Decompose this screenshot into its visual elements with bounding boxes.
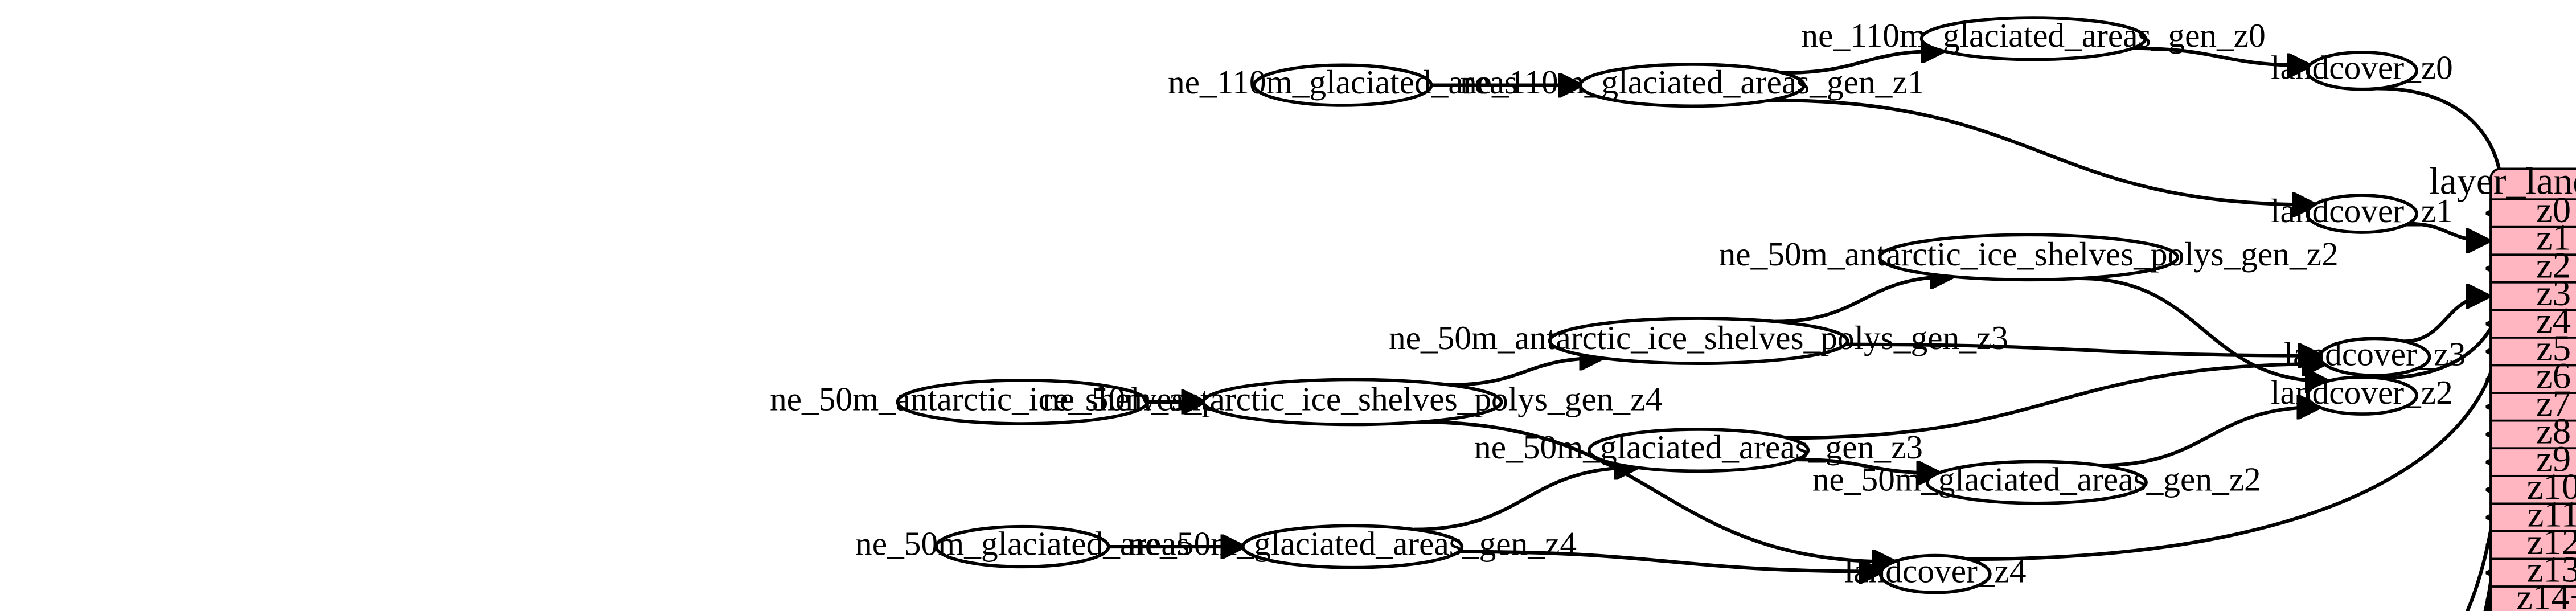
node-label-ne_50m_antarctic_ice_shelves_polys_gen_z3: ne_50m_antarctic_ice_shelves_polys_gen_z… [1389,319,2008,356]
record-row-z11[interactable] [2489,502,2576,532]
edge-osm_landcover_gen_z7-to-row-z7 [2315,407,2500,611]
edge-ne_110m_glaciated_areas_gen_z0-to-landcover_z0 [2132,46,2309,65]
graph-node-ne_50m_antarctic_ice_shelves_polys_gen_z2[interactable]: ne_50m_antarctic_ice_shelves_polys_gen_z… [1719,233,2339,282]
graph-node-ne_50m_glaciated_areas_gen_z2[interactable]: ne_50m_glaciated_areas_gen_z2 [1812,460,2261,505]
node-ellipse-ne_50m_antarctic_ice_shelves_polys_gen_z4 [1201,378,1503,427]
node-ellipse-landcover_z4 [1878,553,1992,594]
record-row-label-z4: z4 [2536,300,2571,341]
edge-ne_110m_glaciated_areas_gen_z1-to-ne_110m_glaciated_areas_gen_z0 [1782,51,1943,75]
graph-node-ne_110m_glaciated_areas_gen_z1[interactable]: ne_110m_glaciated_areas_gen_z1 [1460,63,1924,108]
node-label-ne_50m_antarctic_ice_shelves_polys: ne_50m_antarctic_ice_shelves_polys [770,380,1275,417]
edge-ne_50m_antarctic_ice_shelves_polys_gen_z3-to-landcover_z3 [1845,342,2320,356]
graph-node-ne_50m_glaciated_areas_gen_z4[interactable]: ne_50m_glaciated_areas_gen_z4 [1128,524,1577,569]
node-label-landcover_z2: landcover_z2 [2271,374,2453,411]
node-label-landcover_z1: landcover_z1 [2271,192,2453,229]
record-row-label-z2: z2 [2536,245,2571,286]
node-ellipse-ne_110m_glaciated_areas_gen_z0 [1919,16,2147,61]
edge-landcover_z3-to-row-z3 [2403,296,2488,343]
node-ellipse-ne_50m_glaciated_areas_gen_z4 [1241,524,1464,569]
edge-ne_50m_glaciated_areas_gen_z2-to-landcover_z2 [2100,407,2319,468]
node-label-landcover_z3: landcover_z3 [2284,335,2466,372]
edge-landcover_z6-to-row-z6 [2485,379,2501,611]
record-row-label-z14+: z14+ [2516,577,2576,611]
record-row-label-z11: z11 [2528,494,2576,535]
edge-ne_50m_glaciated_areas_gen_z4-to-ne_50m_glaciated_areas_gen_z3 [1414,468,1637,531]
edge-ne_110m_glaciated_areas_gen_z1-to-landcover_z1 [1770,98,2315,205]
node-ellipse-landcover_z1 [2305,194,2418,234]
graph-node-ne_50m_glaciated_areas[interactable]: ne_50m_glaciated_areas [855,524,1189,569]
node-ellipse-ne_50m_antarctic_ice_shelves_polys [896,378,1149,425]
graph-node-ne_110m_glaciated_areas[interactable]: ne_110m_glaciated_areas [1168,63,1517,107]
edge-ne_50m_glaciated_areas_gen_z4-to-landcover_z4 [1458,550,1881,572]
node-ellipse-landcover_z0 [2305,50,2418,91]
record-row-label-z7: z7 [2536,383,2571,424]
graph-node-landcover_z2[interactable]: landcover_z2 [2271,374,2453,416]
edge-osm_landcover_gen_z13-to-row-z13 [603,573,2493,611]
record-row-label-z1: z1 [2536,218,2571,259]
edge-ne_50m_antarctic_ice_shelves_polys_gen_z2-to-landcover_z2 [2079,276,2327,382]
node-label-ne_110m_glaciated_areas: ne_110m_glaciated_areas [1168,63,1517,101]
node-ellipse-landcover_z3 [2318,337,2431,378]
node-ellipse-ne_50m_glaciated_areas [934,524,1110,569]
graph-node-ne_50m_antarctic_ice_shelves_polys_gen_z3[interactable]: ne_50m_antarctic_ice_shelves_polys_gen_z… [1389,317,2008,365]
record-row-z6[interactable] [2489,364,2576,394]
edge-ne_50m_antarctic_ice_shelves_polys_gen_z4-to-ne_50m_antarctic_ice_shelves_polys_gen_z3 [1449,358,1602,387]
record-row-label-z6: z6 [2536,356,2571,397]
record-row-z10[interactable] [2489,474,2576,505]
node-label-landcover_z0: landcover_z0 [2271,49,2453,87]
graph-node-landcover_z1[interactable]: landcover_z1 [2271,192,2453,234]
edge-ne_50m_glaciated_areas_gen_z3-to-ne_50m_glaciated_areas_gen_z2 [1796,457,1939,473]
record-row-label-z0: z0 [2536,190,2571,231]
node-label-ne_50m_glaciated_areas_gen_z3: ne_50m_glaciated_areas_gen_z3 [1474,428,1923,466]
graph-node-landcover_z3[interactable]: landcover_z3 [2284,335,2466,378]
nodes-layer: imposm3osm_landcover_polygonsimplify_vw_… [770,16,2466,594]
node-label-ne_50m_glaciated_areas_gen_z2: ne_50m_glaciated_areas_gen_z2 [1812,461,2261,498]
record-row-label-z13: z13 [2526,550,2576,591]
node-label-ne_50m_antarctic_ice_shelves_polys_gen_z2: ne_50m_antarctic_ice_shelves_polys_gen_z… [1719,235,2339,273]
node-ellipse-ne_50m_antarctic_ice_shelves_polys_gen_z2 [1878,233,2180,282]
node-ellipse-ne_110m_glaciated_areas [1252,63,1433,107]
graph-node-ne_110m_glaciated_areas_gen_z0[interactable]: ne_110m_glaciated_areas_gen_z0 [1801,16,2266,61]
record-row-label-z12: z12 [2526,522,2576,563]
node-ellipse-ne_50m_glaciated_areas_gen_z3 [1587,428,1810,473]
record-row-label-z5: z5 [2536,328,2571,369]
edge-osm_landcover_gen_z8-to-row-z8 [2315,434,2500,611]
record-row-label-z8: z8 [2536,411,2571,452]
graph-node-ne_50m_glaciated_areas_gen_z3[interactable]: ne_50m_glaciated_areas_gen_z3 [1474,428,1923,473]
node-label-ne_50m_glaciated_areas_gen_z4: ne_50m_glaciated_areas_gen_z4 [1128,525,1577,563]
record-row-z14+[interactable] [2489,585,2576,611]
record-table-title: layer_landcover [2429,159,2576,202]
graph-node-ne_50m_antarctic_ice_shelves_polys_gen_z4[interactable]: ne_50m_antarctic_ice_shelves_polys_gen_z… [1043,378,1662,427]
graph-node-landcover_z4[interactable]: landcover_z4 [1844,552,2027,594]
record-row-label-z3: z3 [2536,273,2571,314]
node-ellipse-ne_50m_glaciated_areas_gen_z2 [1925,460,2148,505]
edge-landcover_z1-to-row-z1 [2408,222,2488,241]
edge-ne_50m_glaciated_areas_gen_z3-to-landcover_z3 [1787,364,2324,440]
node-label-ne_110m_glaciated_areas_gen_z1: ne_110m_glaciated_areas_gen_z1 [1460,63,1924,101]
edge-ne_50m_antarctic_ice_shelves_polys_gen_z3-to-ne_50m_antarctic_ice_shelves_polys_gen_z2 [1775,277,1952,323]
node-ellipse-ne_110m_glaciated_areas_gen_z1 [1578,63,1806,108]
graph-node-landcover_z0[interactable]: landcover_z0 [2271,49,2453,91]
node-label-ne_50m_antarctic_ice_shelves_polys_gen_z4: ne_50m_antarctic_ice_shelves_polys_gen_z… [1043,380,1662,417]
node-label-landcover_z4: landcover_z4 [1844,552,2027,590]
edge-osm_landcover_gen_z9-to-row-z9 [2314,462,2500,611]
record-row-label-z9: z9 [2536,438,2571,479]
node-ellipse-ne_50m_antarctic_ice_shelves_polys_gen_z3 [1548,317,1849,365]
graph-node-ne_50m_antarctic_ice_shelves_polys[interactable]: ne_50m_antarctic_ice_shelves_polys [770,378,1275,425]
node-label-ne_110m_glaciated_areas_gen_z0: ne_110m_glaciated_areas_gen_z0 [1801,17,2265,54]
node-label-ne_50m_glaciated_areas: ne_50m_glaciated_areas [855,525,1189,563]
edge-ne_50m_antarctic_ice_shelves_polys_gen_z4-to-landcover_z4 [1420,420,1894,562]
edge-osm_landcover_polygon-to-row-z14+ [260,600,2493,611]
record-table-layer: layer_landcoverz0z1z2z3z4z5z6z7z8z9z10z1… [2429,159,2576,611]
record-table[interactable]: layer_landcoverz0z1z2z3z4z5z6z7z8z9z10z1… [2429,159,2576,611]
record-row-label-z10: z10 [2526,466,2576,507]
node-ellipse-landcover_z2 [2305,375,2418,416]
